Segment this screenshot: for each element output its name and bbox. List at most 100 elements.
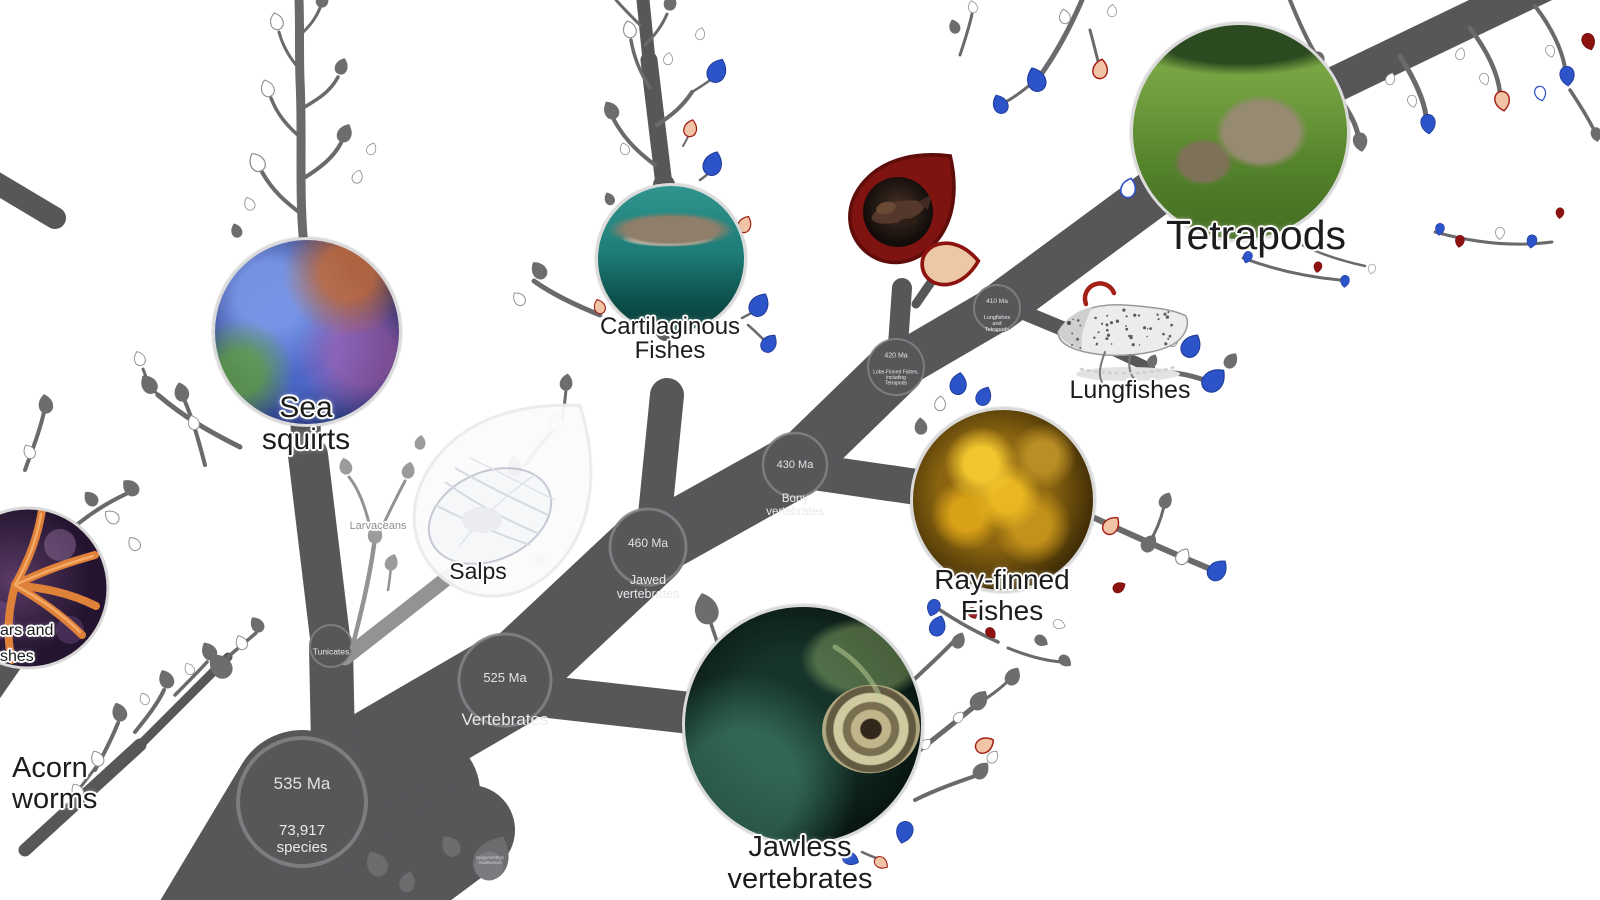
leaf[interactable] [171,380,191,404]
leaf[interactable] [1525,233,1539,250]
leaf[interactable] [1056,652,1075,670]
interior-node-circle[interactable] [867,338,925,396]
leaf[interactable] [246,613,267,636]
leaf[interactable] [364,140,379,157]
leaf[interactable] [155,667,177,691]
tetrapods-photo[interactable] [1130,22,1350,242]
leaf[interactable] [228,221,245,240]
leaf[interactable] [109,700,130,724]
node-jawed-vertebrates[interactable]: 460 Ma Jawed vertebrates [598,518,698,619]
leaf[interactable] [413,434,427,451]
leaf[interactable] [1351,131,1370,154]
leaf[interactable] [1555,207,1565,220]
leaf[interactable] [602,190,617,207]
node-vertebrates[interactable]: 525 Ma Vertebrates [450,652,560,748]
leaf[interactable] [913,416,928,436]
leaf[interactable] [332,55,351,77]
cartilaginous-fishes-photo[interactable] [595,183,747,335]
leaf[interactable] [948,370,969,397]
interior-node-circle[interactable] [761,431,829,499]
leaf[interactable] [509,289,529,309]
leaf[interactable] [36,392,55,415]
leaf[interactable] [267,10,286,32]
leaf[interactable] [1454,46,1467,62]
leaf[interactable] [946,17,963,36]
leaf[interactable] [662,51,675,66]
interior-node-circle[interactable] [973,284,1021,332]
leaf[interactable] [1032,632,1051,650]
node-chordates[interactable]: 535 Ma 73,917 species [237,756,367,874]
leaf[interactable] [1156,489,1176,511]
leaf[interactable] [1098,512,1124,539]
leaf[interactable] [1106,3,1118,18]
leaf[interactable] [337,456,354,477]
leaf[interactable] [1197,362,1232,397]
node-bony-vertebrates[interactable]: 430 Ma Bony vertebrates [750,441,840,537]
label-cartilaginous-fishes[interactable]: Cartilaginous Fishes [599,313,741,364]
leaf[interactable] [1057,7,1072,26]
leaf[interactable] [1172,545,1194,568]
sea-squirts-photo[interactable] [212,237,402,427]
leaf[interactable] [662,0,679,12]
leaf[interactable] [1367,263,1377,275]
leaf[interactable] [80,487,102,510]
leaf[interactable] [1494,226,1506,241]
leaf[interactable] [241,194,258,213]
label-lungfishes[interactable]: Lungfishes [1069,376,1191,404]
leaf[interactable] [124,534,144,554]
leaf[interactable] [1589,126,1600,143]
leaf[interactable] [101,506,123,527]
node-circles-layer[interactable] [236,284,1021,868]
interior-node-circle[interactable] [457,632,553,728]
label-tetrapods[interactable]: Tetrapods [1165,212,1347,258]
leaf[interactable] [1406,93,1419,109]
label-ray-finned-fishes[interactable]: Ray-finned Fishes [934,564,1070,626]
leaf[interactable] [972,383,995,409]
leaf[interactable] [966,0,979,15]
lungfish-sketch[interactable] [1057,303,1189,383]
node-lungfishes-tetrapods[interactable]: 410 Ma Lungfishes and Tetrapods [971,288,1023,342]
leaf[interactable] [137,690,152,707]
leaf[interactable] [1090,57,1110,81]
leaf[interactable] [245,149,269,175]
leaf[interactable] [400,460,417,481]
leaf[interactable] [757,330,782,356]
leaf[interactable] [1110,579,1128,596]
leaf[interactable] [1221,349,1242,372]
leaf[interactable] [1544,43,1557,59]
leaf[interactable] [314,0,331,9]
node-lobe-finned[interactable]: 420 Ma Lobe-Finned Fishes, including Tet… [868,342,924,395]
leaf[interactable] [558,372,575,392]
label-jawless-vertebrates[interactable]: Jawless vertebrates [727,831,873,895]
leaf[interactable] [1477,71,1492,87]
leaf[interactable] [257,77,277,99]
leaf[interactable] [1419,113,1437,135]
leaf[interactable] [334,121,356,145]
leaf[interactable] [1203,555,1233,585]
sea-stars-photo[interactable] [0,506,110,670]
leaf[interactable] [989,91,1012,117]
leaf[interactable] [699,148,727,179]
interior-node-circle[interactable] [236,736,368,868]
label-sea-stars-clipped[interactable]: ars and shes [0,622,54,665]
node-tunicates[interactable]: Tunicates [310,638,352,666]
leaf[interactable] [933,395,947,412]
species-leaf[interactable] [466,828,519,886]
ray-finned-fishes-photo[interactable] [910,407,1096,593]
label-salps[interactable]: Salps [449,558,507,584]
leaf[interactable] [1558,65,1576,87]
leaf[interactable] [694,26,707,42]
label-larvaceans[interactable]: Larvaceans [349,520,407,532]
leaf[interactable] [681,117,700,139]
jawless-vertebrates-photo[interactable] [682,604,924,846]
label-sea-squirts[interactable]: Sea squirts [261,391,351,456]
leaf[interactable] [382,551,401,573]
label-acorn-worms[interactable]: Acorn worms [12,752,98,815]
salp-ghost-drawing[interactable] [381,356,644,629]
leaf[interactable] [527,258,551,283]
leaf[interactable] [1532,84,1549,103]
leaf[interactable] [1579,31,1598,53]
leaf[interactable] [1339,274,1351,289]
interior-node-circle[interactable] [608,507,688,587]
leaf[interactable] [350,168,365,186]
